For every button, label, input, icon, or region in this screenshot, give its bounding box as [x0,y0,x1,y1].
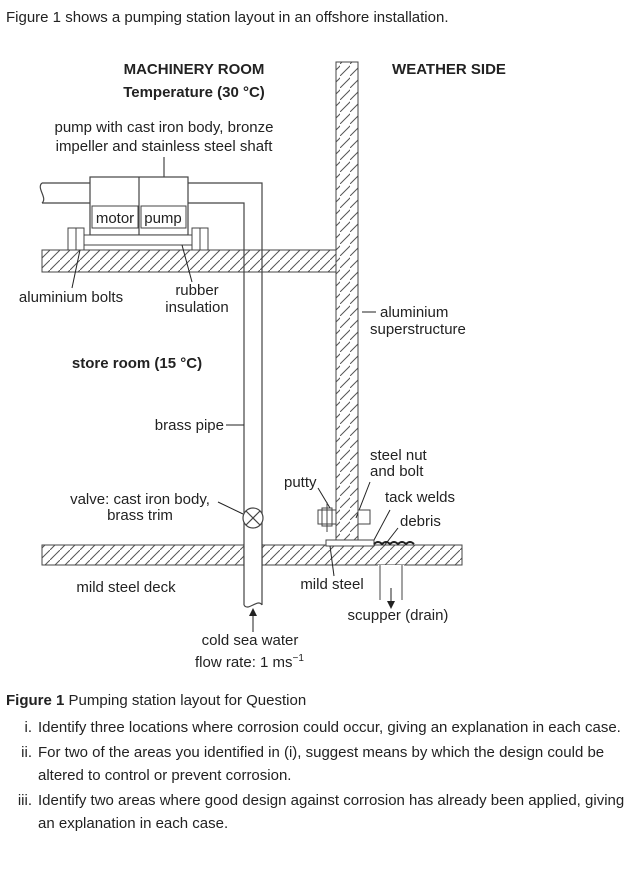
question-item: ii. For two of the areas you identified i… [21,741,628,787]
pipe-break-bottom [243,602,263,608]
bracket-nut [321,507,333,527]
pump-desc-line2: impeller and stainless steel shaft [56,138,274,155]
question-text: For two of the areas you identified in (… [38,744,605,784]
superstructure-label: superstructure [370,321,466,338]
steel-nut-label: steel nut [370,447,428,464]
pipe-break-left [39,182,45,204]
figure-caption: Figure 1 Pumping station layout for Ques… [6,692,306,709]
debris-mark [373,541,415,546]
flow-rate-value: flow rate: 1 ms [195,654,293,671]
valve-leader [217,501,244,515]
steel-nut-box [357,509,371,525]
brass-pipe-inner [188,202,245,605]
rubber-leader [181,244,193,283]
tack-welds-leader [373,509,391,541]
pump-base-plate [79,234,201,246]
motor-label-box [91,205,139,229]
question-text: Identify three locations where corrosion… [38,719,621,736]
question-item: iii. Identify two areas where good design… [18,789,628,835]
putty-leader [317,487,331,509]
pump-label: pump [144,210,182,227]
motor-label: motor [96,210,134,227]
mild-steel-deck-label: mild steel deck [76,579,176,596]
rubber-label: rubber [175,282,218,299]
brass-pipe-outer [188,182,263,605]
aluminium-label: aluminium [380,304,448,321]
cold-sea-water-label: cold sea water [202,632,299,649]
brass-pipe-label: brass pipe [155,417,224,434]
mild-steel-plate [325,539,375,547]
machinery-temp-label: Temperature (30 °C) [123,84,265,101]
pumping-station-diagram: MACHINERY ROOM Temperature (30 °C) WEATH… [0,40,644,690]
question-text: Identify two areas where good design aga… [38,792,625,832]
upper-floor [41,249,337,273]
scupper-label: scupper (drain) [348,607,449,624]
pump-label-box [140,205,187,229]
caption-label: Figure 1 [6,692,65,709]
question-number: i. [24,719,33,736]
motor-shaft-pipe [42,182,90,204]
question-list: i. Identify three locations where corrosi… [18,716,628,837]
pump-desc-line1: pump with cast iron body, bronze [54,119,273,136]
valve-label-line2: brass trim [107,507,173,524]
putty-label: putty [284,474,317,491]
scupper-gap [378,565,404,585]
valve-label-line1: valve: cast iron body, [70,491,210,508]
question-number: ii. [21,744,32,761]
question-number: iii. [17,792,32,809]
bolts-leader [71,249,81,289]
flow-rate-exponent: −1 [293,653,305,664]
insulation-label: insulation [165,299,228,316]
pipe-through-deck [244,544,262,566]
machinery-room-label: MACHINERY ROOM [124,61,265,78]
valve-cross-2 [245,510,261,526]
mild-steel-leader [329,545,335,577]
flow-rate-label: flow rate: 1 ms−1 [195,653,304,671]
intro-text: Figure 1 shows a pumping station layout … [6,9,449,26]
question-item: i. Identify three locations where corrosi… [25,716,628,739]
debris-label: debris [400,513,441,530]
mild-steel-label: mild steel [300,576,363,593]
store-room-label: store room (15 °C) [72,355,202,372]
weather-side-label: WEATHER SIDE [392,61,506,78]
caption-text: Pumping station layout for Question [64,692,307,709]
and-bolt-label: and bolt [370,463,424,480]
bulkhead-wall [335,61,359,547]
aluminium-bolts-label: aluminium bolts [19,289,123,306]
tack-welds-label: tack welds [385,489,455,506]
